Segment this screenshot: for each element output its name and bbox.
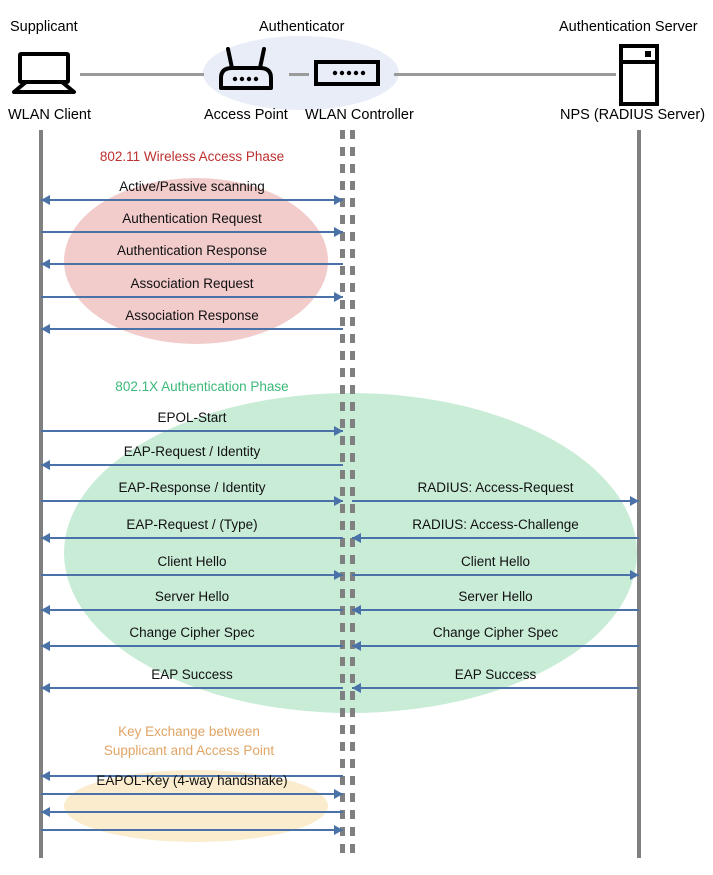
arrow-head-right-icon: [630, 570, 639, 580]
left-message-label: Client Hello: [157, 554, 227, 569]
arrow-head-left-icon: [41, 807, 50, 817]
access-point-icon: [215, 46, 277, 99]
message-line: [352, 537, 639, 539]
lifeline-supplicant: [39, 130, 43, 858]
lifeline-wlan-controller: [350, 130, 355, 858]
right-message-label: RADIUS: Access-Challenge: [412, 517, 579, 532]
message-line: [41, 199, 343, 201]
wire-ap-to-controller: [289, 73, 309, 76]
arrow-head-left-icon: [41, 324, 50, 334]
arrow-head-left-icon: [352, 683, 361, 693]
arrow-head-left-icon: [41, 460, 50, 470]
lifeline-authentication-server: [637, 130, 641, 858]
message-line: [41, 328, 343, 330]
arrow-head-left-icon: [41, 195, 50, 205]
arrow-head-right-icon: [334, 292, 343, 302]
left-message-label: Authentication Response: [116, 243, 268, 258]
arrow-head-left-icon: [41, 533, 50, 543]
message-line: [352, 500, 639, 502]
left-message-label: EAP Success: [151, 667, 233, 682]
phase-blob-802-11: [64, 178, 328, 344]
arrow-head-left-icon: [41, 683, 50, 693]
message-line: [352, 687, 639, 689]
arrow-head-right-icon: [334, 227, 343, 237]
actor-title-authentication-server: Authentication Server: [559, 19, 698, 35]
message-line: [41, 537, 343, 539]
arrow-head-right-icon: [334, 426, 343, 436]
arrow-head-right-icon: [630, 496, 639, 506]
left-message-label: EAP-Request / Identity: [123, 444, 261, 459]
actor-caption-wlan-controller: WLAN Controller: [305, 107, 414, 123]
arrow-head-right-icon: [334, 496, 343, 506]
arrow-head-right-icon: [334, 825, 343, 835]
actor-title-authenticator: Authenticator: [259, 19, 345, 35]
phase-label-802-11: 802.11 Wireless Access Phase: [99, 149, 285, 164]
phase-label-key-exchange: Key Exchange between Supplicant and Acce…: [103, 724, 275, 758]
left-message-label: Association Request: [130, 276, 254, 291]
server-icon: [618, 44, 660, 111]
right-message-label: Change Cipher Spec: [432, 625, 559, 640]
message-line: [41, 687, 343, 689]
left-message-label: EAPOL-Key (4-way handshake): [96, 773, 288, 788]
message-line: [41, 263, 343, 265]
left-message-label: EPOL-Start: [157, 410, 227, 425]
arrow-head-right-icon: [334, 789, 343, 799]
message-line: [41, 430, 343, 432]
wire-controller-to-server: [394, 73, 616, 76]
message-line: [41, 829, 343, 831]
message-line: [41, 464, 343, 466]
message-line: [41, 500, 343, 502]
message-line: [41, 775, 343, 777]
left-message-label: Change Cipher Spec: [129, 625, 255, 640]
message-line: [352, 645, 639, 647]
wlan-controller-icon: [314, 60, 380, 91]
message-line: [41, 574, 343, 576]
message-line: [352, 574, 639, 576]
phase-label-802-1x: 802.1X Authentication Phase: [115, 379, 289, 394]
arrow-head-right-icon: [334, 195, 343, 205]
message-line: [352, 609, 639, 611]
left-message-label: Association Response: [125, 308, 259, 323]
right-message-label: Server Hello: [458, 589, 533, 604]
message-line: [41, 296, 343, 298]
arrow-head-left-icon: [41, 259, 50, 269]
message-line: [41, 231, 343, 233]
actor-title-supplicant: Supplicant: [10, 19, 78, 35]
left-message-label: EAP-Request / (Type): [126, 517, 258, 532]
right-message-label: EAP Success: [454, 667, 537, 682]
left-message-label: Authentication Request: [122, 211, 262, 226]
arrow-head-left-icon: [41, 771, 50, 781]
lifeline-access-point: [340, 130, 345, 858]
right-message-label: RADIUS: Access-Request: [417, 480, 574, 495]
left-message-label: Active/Passive scanning: [119, 179, 265, 194]
actor-caption-wlan-client: WLAN Client: [8, 107, 91, 123]
actor-caption-nps-radius-server: NPS (RADIUS Server): [560, 107, 706, 123]
actor-caption-access-point: Access Point: [204, 107, 288, 123]
arrow-head-right-icon: [334, 570, 343, 580]
message-line: [41, 645, 343, 647]
arrow-head-left-icon: [352, 605, 361, 615]
message-line: [41, 811, 343, 813]
arrow-head-left-icon: [352, 641, 361, 651]
arrow-head-left-icon: [41, 641, 50, 651]
left-message-label: Server Hello: [154, 589, 230, 604]
right-message-label: Client Hello: [460, 554, 531, 569]
left-message-label: EAP-Response / Identity: [118, 480, 266, 495]
laptop-icon: [12, 52, 80, 99]
message-line: [41, 793, 343, 795]
message-line: [41, 609, 343, 611]
arrow-head-left-icon: [352, 533, 361, 543]
wire-client-to-ap: [80, 73, 204, 76]
arrow-head-left-icon: [41, 605, 50, 615]
